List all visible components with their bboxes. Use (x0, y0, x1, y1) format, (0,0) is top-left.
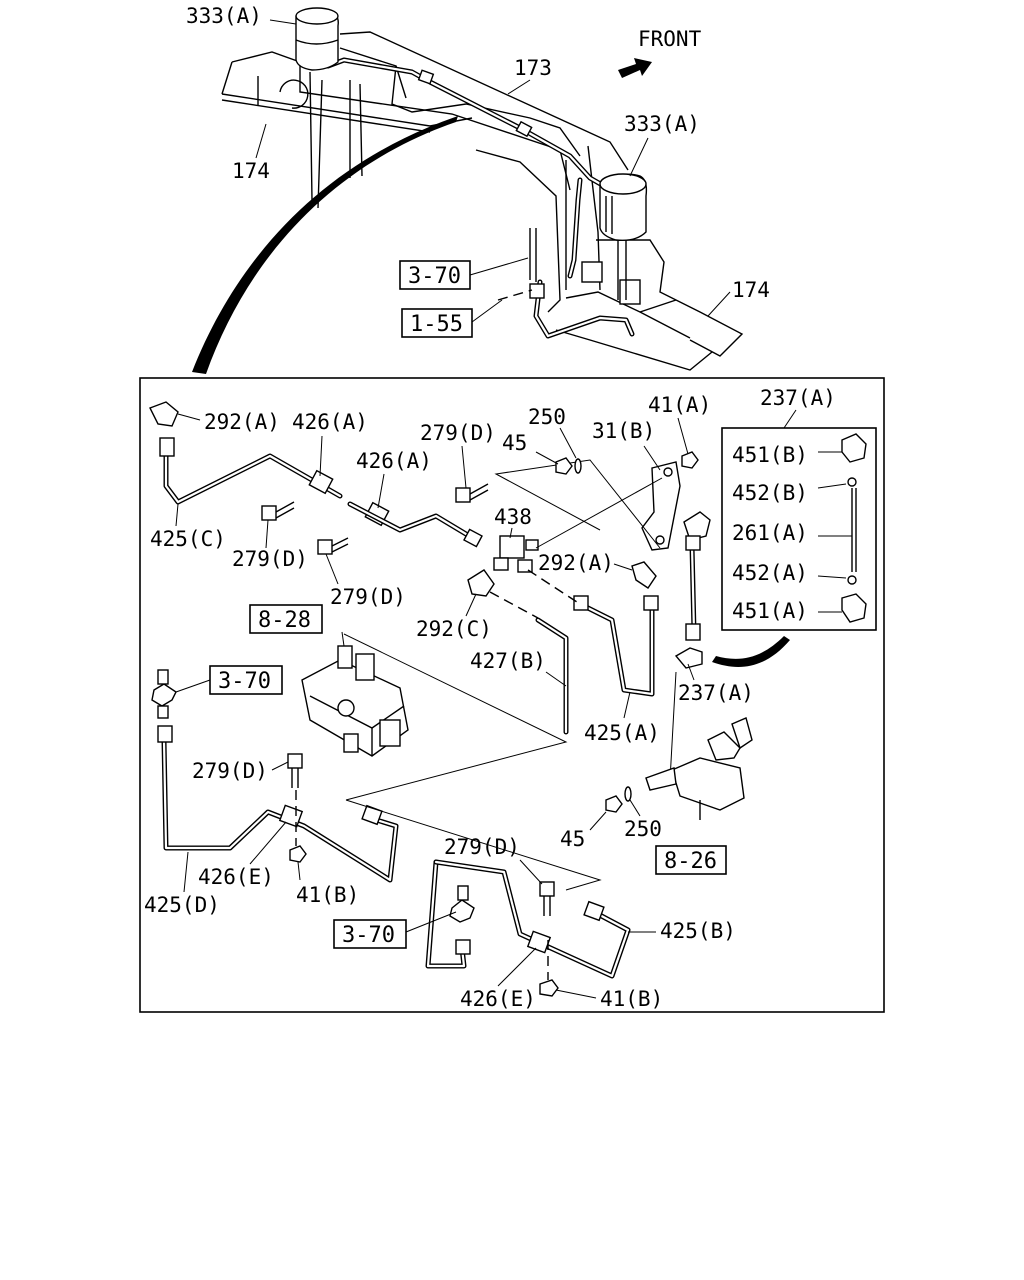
ref-8-28[interactable]: 8-28 (249, 604, 323, 634)
svg-text:3-70: 3-70 (342, 923, 395, 948)
inset-parts (817, 433, 867, 623)
label-279d-5: 279(D) (444, 835, 520, 859)
pipe-425b (425, 859, 631, 979)
frame-overview (192, 7, 744, 374)
label-237a-mid: 237(A) (678, 681, 754, 705)
nut-41a (681, 451, 699, 469)
joint-438 (493, 535, 539, 573)
fitting-3-70-left (151, 669, 177, 719)
nut-45-2 (605, 795, 623, 813)
label-41b-1: 41(B) (296, 883, 359, 907)
label-279d-4: 279(D) (192, 759, 268, 783)
detail-labels: 292(A) 426(A) 279(D) 250 45 41(A) 31(B) … (144, 386, 836, 1011)
inset-label-group: 451(B) 452(B) 261(A) 452(A) 451(A) (732, 443, 808, 623)
ref-3-70-left[interactable]: 3-70 (209, 665, 283, 695)
nut-41b-2 (539, 979, 559, 997)
label-31b: 31(B) (592, 419, 655, 443)
pipe-to-438 (347, 501, 483, 548)
pipe-425a (573, 561, 659, 697)
label-261a: 261(A) (732, 521, 808, 545)
label-279d-2: 279(D) (232, 547, 308, 571)
label-427b: 427(B) (470, 649, 546, 673)
label-452a: 452(A) (732, 561, 808, 585)
ref-8-26[interactable]: 8-26 (655, 845, 727, 875)
label-425b: 425(B) (660, 919, 736, 943)
label-45-2: 45 (560, 827, 585, 851)
bolt-279d-2 (317, 537, 349, 555)
ref-1-55-top[interactable]: 1-55 (401, 308, 473, 338)
valve-8-28 (301, 631, 568, 801)
label-438: 438 (494, 505, 532, 529)
pipe-425d (157, 725, 399, 883)
label-41b-2: 41(B) (600, 987, 663, 1011)
front-arrow-icon (618, 58, 652, 78)
label-45-1: 45 (502, 431, 527, 455)
nut-41b-1 (289, 845, 307, 863)
fitting-3-70-bottom (449, 885, 475, 923)
reservoir-tank-right (599, 173, 648, 242)
label-426a-1: 426(A) (292, 410, 368, 434)
label-250-1: 250 (528, 405, 566, 429)
pipe-237a-vertical (650, 511, 711, 781)
bracket-31b (641, 461, 681, 551)
ref-3-70-top[interactable]: 3-70 (399, 260, 471, 290)
washer-250-2 (624, 786, 632, 802)
label-451a: 451(A) (732, 599, 808, 623)
detail-frame (139, 377, 885, 1013)
frame-rail-right (555, 239, 744, 371)
label-173: 173 (514, 56, 552, 80)
label-425c: 425(C) (150, 527, 226, 551)
label-426a-2: 426(A) (356, 449, 432, 473)
label-452b: 452(B) (732, 481, 808, 505)
label-426e-1: 426(E) (198, 865, 274, 889)
label-451b: 451(B) (732, 443, 808, 467)
label-279d-1: 279(D) (420, 421, 496, 445)
label-41a: 41(A) (648, 393, 711, 417)
nut-45-1 (555, 457, 573, 475)
label-425a: 425(A) (584, 721, 660, 745)
inset-callout-curve (712, 636, 790, 667)
bolt-279d-3 (455, 483, 489, 503)
label-333a-right: 333(A) (624, 112, 700, 136)
svg-text:3-70: 3-70 (218, 669, 271, 694)
ref-3-70-bottom[interactable]: 3-70 (333, 919, 407, 949)
front-label: FRONT (638, 27, 702, 51)
svg-text:8-26: 8-26 (664, 849, 717, 874)
washer-250-1 (574, 458, 582, 474)
reservoir-tank-left (295, 7, 339, 71)
label-333a-left: 333(A) (186, 4, 262, 28)
label-425d: 425(D) (144, 893, 220, 917)
svg-text:8-28: 8-28 (258, 608, 311, 633)
label-174-left: 174 (232, 159, 270, 183)
valve-8-26 (645, 717, 753, 820)
label-292a-1: 292(A) (204, 410, 280, 434)
svg-text:3-70: 3-70 (408, 264, 461, 289)
label-292a-2: 292(A) (538, 551, 614, 575)
label-426e-2: 426(E) (460, 987, 536, 1011)
hose-427b (467, 569, 569, 735)
pipe-425c (149, 401, 343, 505)
bolt-279d-1 (261, 501, 295, 521)
bolt-279d-4 (287, 753, 303, 788)
label-174-right: 174 (732, 278, 770, 302)
svg-text:1-55: 1-55 (410, 312, 463, 337)
bolt-279d-5 (539, 881, 555, 916)
label-279d-3: 279(D) (330, 585, 406, 609)
label-250-2: 250 (624, 817, 662, 841)
label-237a-top: 237(A) (760, 386, 836, 410)
clamp-426a-1 (308, 469, 334, 495)
label-292c: 292(C) (416, 617, 492, 641)
